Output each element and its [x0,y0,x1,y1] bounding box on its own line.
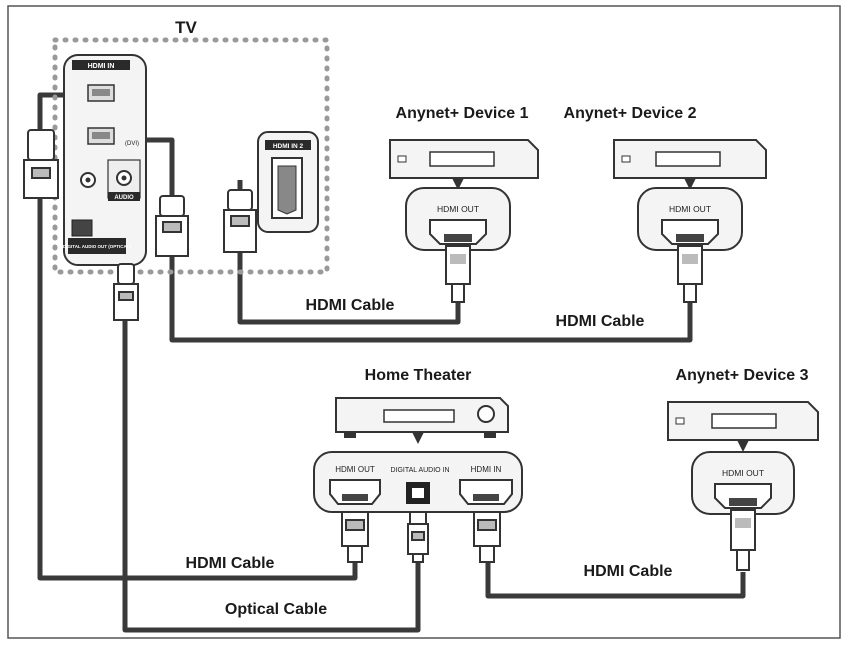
ht-hdmi-in-label: HDMI IN [471,465,502,474]
home-theater-label: Home Theater [365,367,472,384]
tv-hdmi2-label: HDMI IN 2 [273,143,304,150]
device3-port-label: HDMI OUT [722,468,764,478]
device3-label: Anynet+ Device 3 [676,367,809,384]
cable-label-hdmi-3: HDMI Cable [186,555,275,572]
device2-port-label: HDMI OUT [669,204,711,214]
cable-tv-to-ht-hdmi [37,92,358,581]
hdmi-plugs [23,129,257,321]
cable-tv-to-device2 [140,137,693,343]
cable-label-optical: Optical Cable [225,601,327,618]
tv-hdmi-in-label: HDMI IN [88,63,115,70]
home-theater: Home Theater HDMI OUT DIGITAL AUDIO IN H… [313,367,523,513]
plug-optical [113,263,139,321]
ht-hdmi-out-label: HDMI OUT [335,465,375,474]
ht-digital-audio-in-label: DIGITAL AUDIO IN [390,467,449,474]
plug-tv-left [23,129,59,199]
tv-audio-label: AUDIO [114,195,134,201]
anynet-device-3: Anynet+ Device 3 HDMI OUT [667,367,819,571]
plug-tv-device2 [155,195,189,257]
tv-panel: HDMI IN (DVI) AUDIO DIGITAL AUDIO OUT (O… [52,18,330,275]
tv-optical-label: DIGITAL AUDIO OUT (OPTICAL) [63,244,131,249]
cable-label-hdmi-2: HDMI Cable [556,313,645,330]
anynet-device-2: Anynet+ Device 2 HDMI OUT [564,105,767,303]
cable-label-hdmi-4: HDMI Cable [584,563,673,580]
cable-label-hdmi-1: HDMI Cable [306,297,395,314]
cable-ht-to-device3 [485,560,746,599]
tv-jack-panel [63,54,147,266]
plug-tv-hdmi2 [223,189,257,253]
tv-label: TV [175,18,197,37]
ht-plugs [341,511,501,563]
tv-dvi-label: (DVI) [125,141,139,147]
anynet-device-1: Anynet+ Device 1 HDMI OUT [389,105,539,303]
device1-port-label: HDMI OUT [437,204,479,214]
device1-label: Anynet+ Device 1 [396,105,529,122]
device2-label: Anynet+ Device 2 [564,105,697,122]
